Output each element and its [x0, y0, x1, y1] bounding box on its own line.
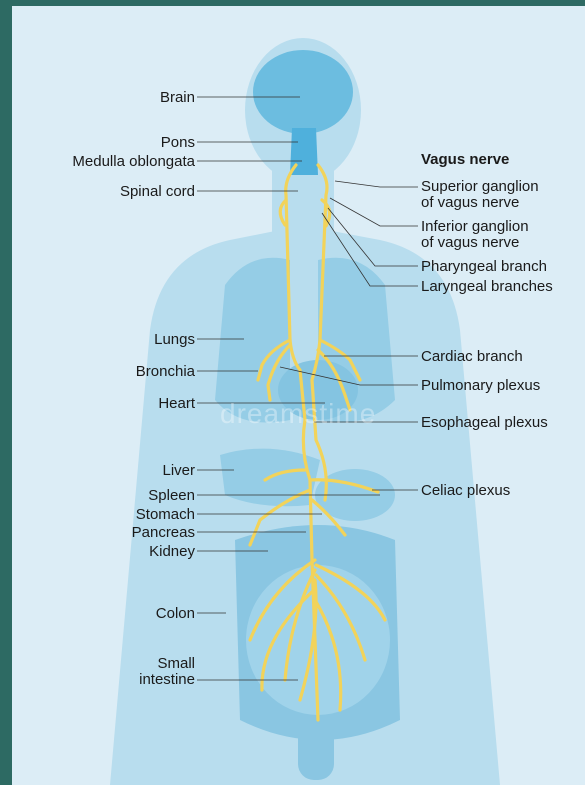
label-spleen: Spleen — [60, 488, 195, 503]
label-superior-ganglion: Superior ganglion of vagus nerve — [421, 179, 539, 211]
label-medulla-oblongata: Medulla oblongata — [40, 154, 195, 169]
label-brain: Brain — [60, 90, 195, 105]
label-heart: Heart — [60, 396, 195, 411]
label-small-intestine-line2: intestine — [60, 672, 195, 688]
label-inferior-ganglion-line1: Inferior ganglion — [421, 219, 529, 235]
label-esophageal-plexus: Esophageal plexus — [421, 415, 548, 430]
label-pancreas: Pancreas — [60, 525, 195, 540]
label-laryngeal-branches: Laryngeal branches — [421, 279, 553, 294]
pelvis-shape — [298, 720, 334, 780]
label-inferior-ganglion: Inferior ganglion of vagus nerve — [421, 219, 529, 251]
label-cardiac-branch: Cardiac branch — [421, 349, 523, 364]
label-stomach: Stomach — [60, 507, 195, 522]
label-superior-ganglion-line2: of vagus nerve — [421, 195, 539, 211]
label-bronchia: Bronchia — [60, 364, 195, 379]
label-kidney: Kidney — [60, 544, 195, 559]
label-inferior-ganglion-line2: of vagus nerve — [421, 235, 529, 251]
label-spinal-cord: Spinal cord — [60, 184, 195, 199]
watermark: dreamstime — [220, 398, 376, 430]
brain-shape — [253, 50, 353, 134]
label-liver: Liver — [60, 463, 195, 478]
label-colon: Colon — [60, 606, 195, 621]
label-lungs: Lungs — [60, 332, 195, 347]
label-superior-ganglion-line1: Superior ganglion — [421, 179, 539, 195]
label-small-intestine: Small intestine — [60, 656, 195, 688]
label-pons: Pons — [60, 135, 195, 150]
label-pulmonary-plexus: Pulmonary plexus — [421, 378, 540, 393]
diagram-title: Vagus nerve — [421, 152, 509, 167]
label-pharyngeal-branch: Pharyngeal branch — [421, 259, 547, 274]
label-celiac-plexus: Celiac plexus — [421, 483, 510, 498]
label-small-intestine-line1: Small — [60, 656, 195, 672]
